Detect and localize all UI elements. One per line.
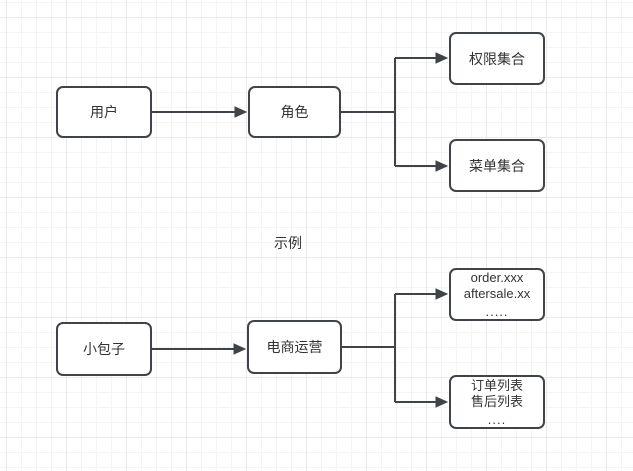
- node-menu-example-line1: 订单列表: [470, 377, 523, 393]
- node-user-label: 用户: [90, 104, 118, 120]
- node-role[interactable]: 角色: [248, 86, 341, 138]
- node-xiaobaozi-label: 小包子: [83, 341, 125, 357]
- connector-role-branch: [341, 58, 396, 166]
- node-menu-set-label: 菜单集合: [469, 157, 525, 174]
- node-permission-example[interactable]: order.xxx aftersale.xx .....: [449, 268, 545, 321]
- node-xiaobaozi[interactable]: 小包子: [56, 322, 152, 376]
- example-label: 示例: [274, 235, 302, 251]
- node-user[interactable]: 用户: [56, 86, 152, 138]
- arrowhead-user-role: [234, 106, 248, 118]
- arrowhead-xiaobaozi-ecommerce: [233, 343, 247, 355]
- node-menu-example[interactable]: 订单列表 售后列表 ....: [449, 375, 545, 429]
- connector-ecommerce-branch: [342, 294, 396, 402]
- node-permission-example-line2: aftersale.xx: [463, 286, 531, 301]
- arrowhead-branch-permission-example: [435, 288, 449, 300]
- node-menu-set[interactable]: 菜单集合: [449, 139, 545, 192]
- node-permission-set-label: 权限集合: [469, 50, 525, 67]
- arrowhead-branch-menu-example: [435, 396, 449, 408]
- node-role-label: 角色: [280, 104, 309, 120]
- arrowhead-branch-permission: [435, 52, 449, 64]
- node-ecommerce-ops[interactable]: 电商运营: [247, 320, 342, 374]
- node-permission-example-line1: order.xxx: [470, 270, 524, 285]
- arrowhead-branch-menu: [435, 160, 449, 172]
- node-permission-example-line3: .....: [485, 304, 509, 319]
- node-menu-example-line3: ....: [487, 411, 507, 427]
- node-menu-example-line2: 售后列表: [470, 393, 523, 409]
- node-permission-set[interactable]: 权限集合: [449, 32, 545, 85]
- node-ecommerce-ops-label: 电商运营: [266, 339, 323, 355]
